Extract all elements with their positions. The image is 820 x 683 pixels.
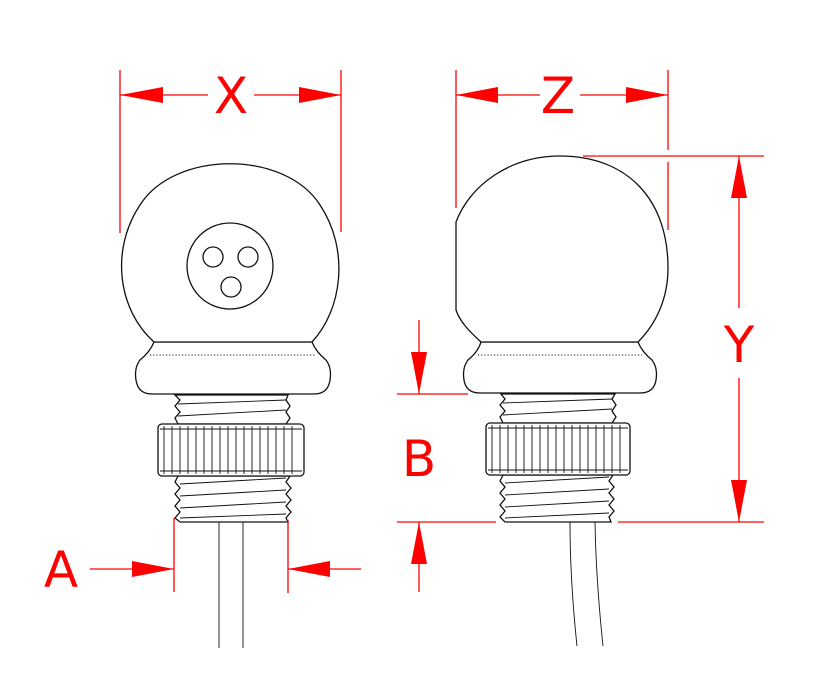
dimension-y: Y [583,155,764,523]
dimension-b-label: B [402,430,436,488]
front-knurled-nut [157,423,305,477]
pin-hole [237,246,259,268]
dimension-z-label: Z [541,67,575,125]
side-collar [462,341,658,394]
dimension-b: B [397,320,496,592]
front-view [121,163,340,648]
side-view [455,155,669,647]
dimension-x: X [119,67,342,233]
pin-hole [202,246,224,268]
front-thread-lower [174,475,292,523]
dimension-x-label: X [214,67,248,125]
side-thread-upper [499,393,617,424]
front-socket-face [186,222,274,310]
dimension-y-label: Y [723,316,755,374]
side-head [455,155,669,343]
side-knurled-nut [485,422,631,476]
front-collar [134,341,332,395]
side-thread-lower [499,474,615,523]
side-cable [569,521,604,647]
dimension-a-label: A [44,541,78,599]
front-head [121,163,340,343]
front-thread-upper [173,394,291,425]
pin-hole [220,276,242,298]
front-cable [218,520,244,648]
dimension-z: Z [455,67,669,230]
dimension-a: A [44,518,361,599]
